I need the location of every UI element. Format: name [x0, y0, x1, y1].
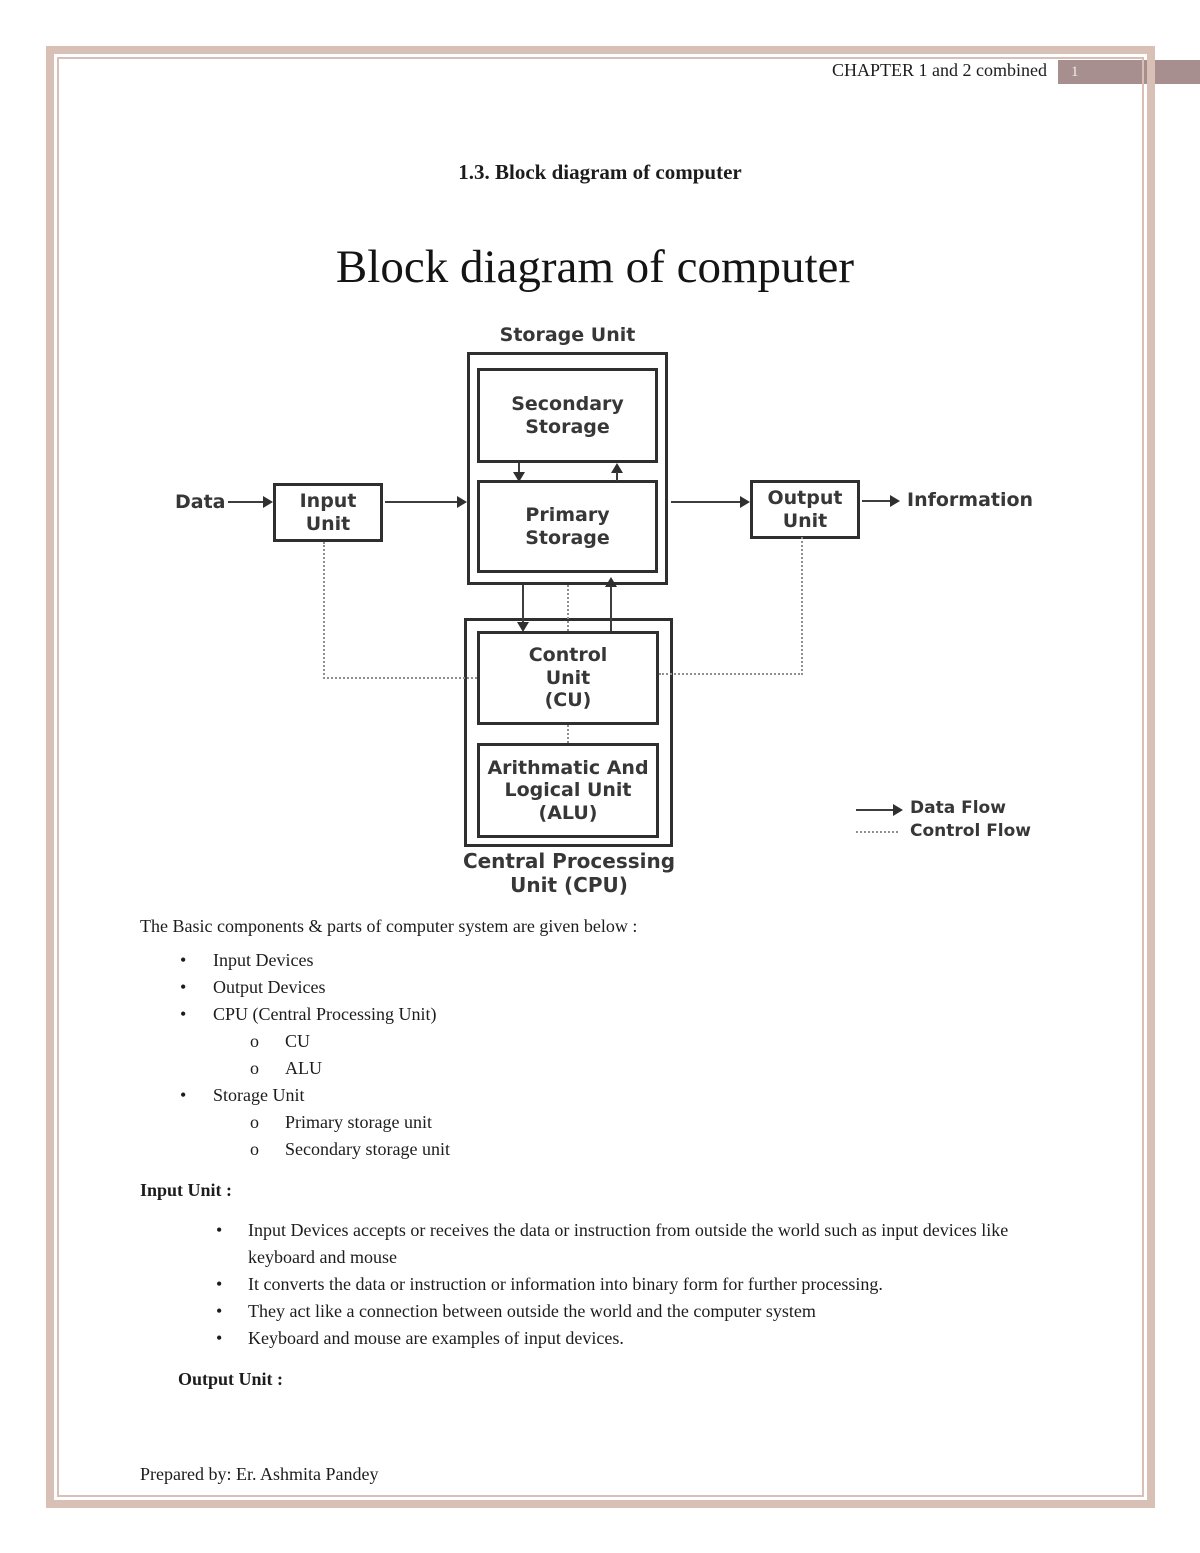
primary-to-cu-line	[522, 585, 524, 624]
bullet-dot-icon: •	[180, 1004, 187, 1024]
list-item-label: Output Devices	[213, 977, 326, 997]
page-border-outer	[46, 46, 1155, 1508]
prepared-by-footer: Prepared by: Er. Ashmita Pandey	[140, 1464, 379, 1484]
list-item: • Output Devices	[140, 977, 1040, 1004]
secondary-to-primary-arrowhead-icon	[513, 472, 525, 482]
output-control-line-vertical	[801, 537, 803, 675]
output-unit-box: Output Unit	[750, 480, 860, 539]
bullet-circle-icon: o	[250, 1139, 259, 1159]
legend-control-flow-line	[856, 831, 898, 833]
bullet-dot-icon: •	[216, 1328, 223, 1348]
page-number: 1	[1071, 64, 1079, 80]
primary-storage-label: Primary Storage	[525, 504, 610, 549]
list-item-label: Secondary storage unit	[285, 1139, 450, 1159]
output-unit-heading: Output Unit :	[178, 1369, 284, 1389]
primary-storage-box: Primary Storage	[477, 480, 658, 573]
list-item-label: CPU (Central Processing Unit)	[213, 1004, 437, 1024]
page-number-tab: 1	[1058, 60, 1200, 84]
cu-to-primary-arrowhead-icon	[605, 577, 617, 587]
list-item: o Secondary storage unit	[140, 1139, 1040, 1166]
primary-to-secondary-line	[616, 472, 618, 481]
storage-to-output-line	[671, 501, 741, 503]
page-border-inner	[57, 57, 1144, 1497]
storage-to-output-arrowhead-icon	[740, 496, 750, 508]
secondary-storage-box: Secondary Storage	[477, 368, 658, 463]
components-list: • Input Devices • Output Devices • CPU (…	[140, 950, 1040, 1166]
legend-control-flow-label: Control Flow	[910, 821, 1032, 841]
list-item-label: ALU	[285, 1058, 322, 1078]
list-item: • CPU (Central Processing Unit)	[140, 1004, 1040, 1031]
input-to-storage-line	[385, 501, 458, 503]
header-chapter-title: CHAPTER 1 and 2 combined	[832, 60, 1047, 80]
cu-to-primary-line	[610, 586, 612, 631]
list-item: • Input Devices	[140, 950, 1040, 977]
data-to-input-line	[228, 501, 264, 503]
storage-unit-label: Storage Unit	[499, 324, 636, 346]
list-item: • Storage Unit	[140, 1085, 1040, 1112]
control-unit-box: Control Unit (CU)	[477, 631, 659, 725]
list-item-label: They act like a connection between outsi…	[248, 1301, 816, 1321]
input-control-line-vertical	[323, 542, 325, 679]
input-unit-heading: Input Unit :	[140, 1180, 233, 1200]
list-item-label: It converts the data or instruction or i…	[248, 1274, 883, 1294]
cu-alu-control-line	[567, 725, 569, 743]
legend-data-flow-label: Data Flow	[910, 798, 1006, 818]
bullet-circle-icon: o	[250, 1058, 259, 1078]
bullet-dot-icon: •	[180, 950, 187, 970]
control-unit-label: Control Unit (CU)	[528, 644, 608, 712]
block-diagram: Block diagram of computer Storage Unit S…	[170, 240, 1070, 908]
bullet-dot-icon: •	[216, 1220, 223, 1240]
output-to-information-arrowhead-icon	[890, 495, 900, 507]
list-item-label: Storage Unit	[213, 1085, 305, 1105]
list-item: o ALU	[140, 1058, 1040, 1085]
list-item: o Primary storage unit	[140, 1112, 1040, 1139]
bullet-dot-icon: •	[216, 1274, 223, 1294]
legend-data-flow-arrowhead-icon	[893, 804, 903, 816]
input-unit-label: Input Unit	[299, 490, 357, 535]
list-item-label: Primary storage unit	[285, 1112, 432, 1132]
input-unit-box: Input Unit	[273, 483, 383, 542]
primary-to-cu-arrowhead-icon	[517, 622, 529, 632]
output-unit-label: Output Unit	[767, 487, 843, 532]
section-heading: 1.3. Block diagram of computer	[458, 160, 742, 184]
cpu-label: Central Processing Unit (CPU)	[462, 849, 676, 897]
list-item: • It converts the data or instruction or…	[216, 1271, 1061, 1298]
input-control-line-horizontal	[323, 677, 477, 679]
primary-to-secondary-arrowhead-icon	[611, 463, 623, 473]
list-item: • Input Devices accepts or receives the …	[216, 1217, 1061, 1271]
secondary-storage-label: Secondary Storage	[511, 393, 624, 438]
list-item-label: Input Devices accepts or receives the da…	[248, 1220, 1009, 1267]
components-intro-text: The Basic components & parts of computer…	[140, 916, 638, 936]
input-to-storage-arrowhead-icon	[457, 496, 467, 508]
bullet-circle-icon: o	[250, 1031, 259, 1051]
bullet-dot-icon: •	[216, 1301, 223, 1321]
output-to-information-line	[862, 500, 891, 502]
list-item-label: CU	[285, 1031, 311, 1051]
alu-box: Arithmatic And Logical Unit (ALU)	[477, 743, 659, 838]
information-label: Information	[907, 489, 1034, 511]
list-item: • They act like a connection between out…	[216, 1298, 1061, 1325]
list-item: o CU	[140, 1031, 1040, 1058]
legend-data-flow-line	[856, 809, 894, 811]
input-unit-bullet-list: • Input Devices accepts or receives the …	[216, 1217, 1061, 1352]
bullet-dot-icon: •	[180, 977, 187, 997]
secondary-to-primary-line	[518, 463, 520, 474]
bullet-circle-icon: o	[250, 1112, 259, 1132]
list-item-label: Keyboard and mouse are examples of input…	[248, 1328, 624, 1348]
list-item: • Keyboard and mouse are examples of inp…	[216, 1325, 1061, 1352]
primary-cu-control-line	[567, 585, 569, 631]
output-control-line-horizontal	[659, 673, 803, 675]
diagram-title: Block diagram of computer	[335, 241, 855, 293]
bullet-dot-icon: •	[180, 1085, 187, 1105]
alu-label: Arithmatic And Logical Unit (ALU)	[487, 756, 649, 824]
data-label: Data	[175, 491, 226, 513]
data-to-input-arrowhead-icon	[263, 496, 273, 508]
list-item-label: Input Devices	[213, 950, 314, 970]
